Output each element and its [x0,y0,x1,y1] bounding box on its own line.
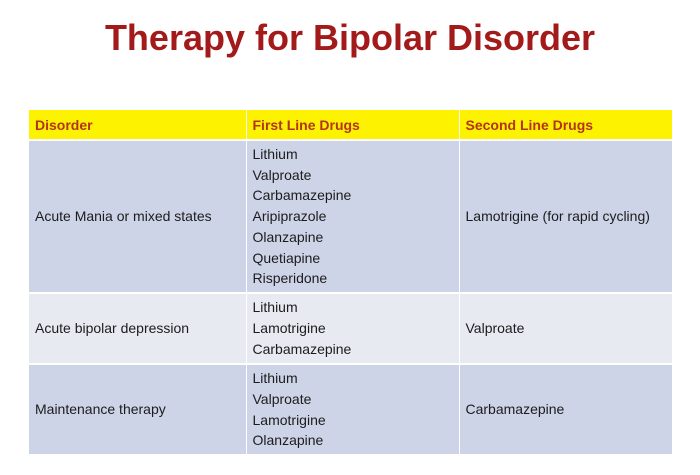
header-second-line-drugs: Second Line Drugs [459,110,673,140]
table-row: Acute bipolar depression Lithium Lamotri… [29,292,673,364]
second-line-drugs-cell: Carbamazepine [459,363,673,454]
table-row: Acute Mania or mixed states Lithium Valp… [29,139,673,293]
table-row: Maintenance therapy Lithium Valproate La… [29,363,673,454]
disorder-cell: Maintenance therapy [29,363,247,454]
disorder-cell: Acute Mania or mixed states [29,139,247,293]
drug-item: Lithium [252,299,298,316]
drug-item: Lithium [252,370,298,387]
first-line-drugs-cell: Lithium Valproate Carbamazepine Aripipra… [246,139,460,293]
drug-item: Quetiapine [252,249,321,266]
second-line-drugs-cell: Valproate [459,292,673,364]
therapy-table: Disorder First Line Drugs Second Line Dr… [29,110,673,454]
disorder-cell: Acute bipolar depression [29,292,247,364]
header-disorder: Disorder [29,110,247,140]
drug-item: Olanzapine [252,228,324,245]
drug-item: Lamotrigine [252,411,326,428]
first-line-drugs-cell: Lithium Lamotrigine Carbamazepine [246,292,460,364]
header-first-line-drugs: First Line Drugs [246,110,460,140]
drug-item: Valproate [252,390,312,407]
drug-item: Olanzapine [252,432,324,449]
page-title: Therapy for Bipolar Disorder [104,17,596,58]
drug-item: Valproate [252,166,312,183]
first-line-drugs-cell: Lithium Valproate Lamotrigine Olanzapine [246,363,460,454]
drug-item: Risperidone [252,270,328,287]
table-header-row: Disorder First Line Drugs Second Line Dr… [29,110,673,140]
second-line-drugs-cell: Lamotrigine (for rapid cycling) [459,139,673,293]
drug-item: Carbamazepine [252,187,352,204]
drug-item: Lithium [252,146,298,163]
drug-item: Carbamazepine [252,340,352,357]
drug-item: Lamotrigine [252,320,326,337]
drug-item: Aripiprazole [252,208,327,225]
